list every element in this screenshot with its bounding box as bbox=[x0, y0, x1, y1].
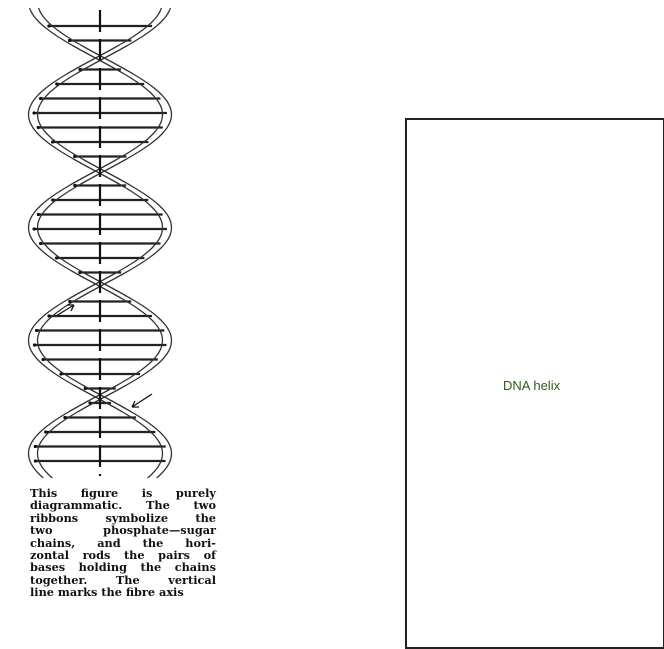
panel-label: DNA helix bbox=[503, 378, 561, 393]
caption-line: zontal rods the pairs of bbox=[30, 548, 216, 563]
helix-ribbon bbox=[27, 7, 164, 479]
rod-end-dot bbox=[55, 82, 59, 86]
helix-ribbon bbox=[36, 7, 173, 479]
caption-line: bases holding the chains bbox=[30, 560, 216, 575]
rod-end-dot bbox=[50, 140, 55, 144]
rod-end-dot bbox=[78, 67, 82, 72]
rod-end-dot bbox=[73, 183, 77, 188]
rod-end-dot bbox=[47, 314, 51, 318]
rod-end-dot bbox=[33, 459, 38, 463]
rod-end-dot bbox=[38, 96, 43, 101]
rod-end-dot bbox=[32, 343, 37, 347]
rod-end-dot bbox=[78, 270, 82, 275]
rod-end-dot bbox=[32, 111, 36, 115]
rod-end-dot bbox=[68, 299, 72, 304]
rod-end-dot bbox=[47, 24, 51, 28]
direction-arrow bbox=[55, 304, 75, 317]
rod-end-dot bbox=[35, 328, 39, 333]
rod-end-dot bbox=[33, 444, 37, 449]
rod-end-dot bbox=[36, 125, 40, 130]
arrow-head bbox=[67, 304, 75, 312]
caption-line: chains, and the hori- bbox=[30, 535, 216, 550]
rod-end-dot bbox=[63, 415, 67, 420]
figure-caption: This figure is purely diagrammatic. The … bbox=[30, 487, 216, 599]
rod-end-dot bbox=[38, 241, 43, 246]
rod-end-dot bbox=[44, 430, 48, 434]
caption-line: line marks the fibre axis bbox=[30, 585, 184, 600]
caption-line: two phosphate—sugar bbox=[30, 523, 216, 538]
rod-end-dot bbox=[51, 198, 55, 202]
caption-line: This figure is purely bbox=[30, 486, 216, 500]
caption-line: diagrammatic. The two bbox=[30, 498, 216, 513]
direction-arrow bbox=[131, 393, 153, 408]
rod-end-dot bbox=[73, 154, 77, 159]
helix-drawing bbox=[27, 7, 173, 479]
rod-end-dot bbox=[59, 372, 63, 376]
caption-line: together. The vertical bbox=[30, 572, 216, 587]
rod-end-dot bbox=[67, 38, 72, 43]
dna-helix-diagram bbox=[18, 7, 218, 479]
rod-end-dot bbox=[41, 357, 45, 362]
rod-end-dot bbox=[36, 212, 40, 217]
caption-line: ribbons symbolize the bbox=[30, 510, 216, 525]
rod-end-dot bbox=[55, 256, 59, 260]
rod-end-dot bbox=[32, 227, 36, 231]
placeholder-panel: DNA helix bbox=[405, 118, 664, 649]
arrow-head bbox=[131, 400, 139, 408]
